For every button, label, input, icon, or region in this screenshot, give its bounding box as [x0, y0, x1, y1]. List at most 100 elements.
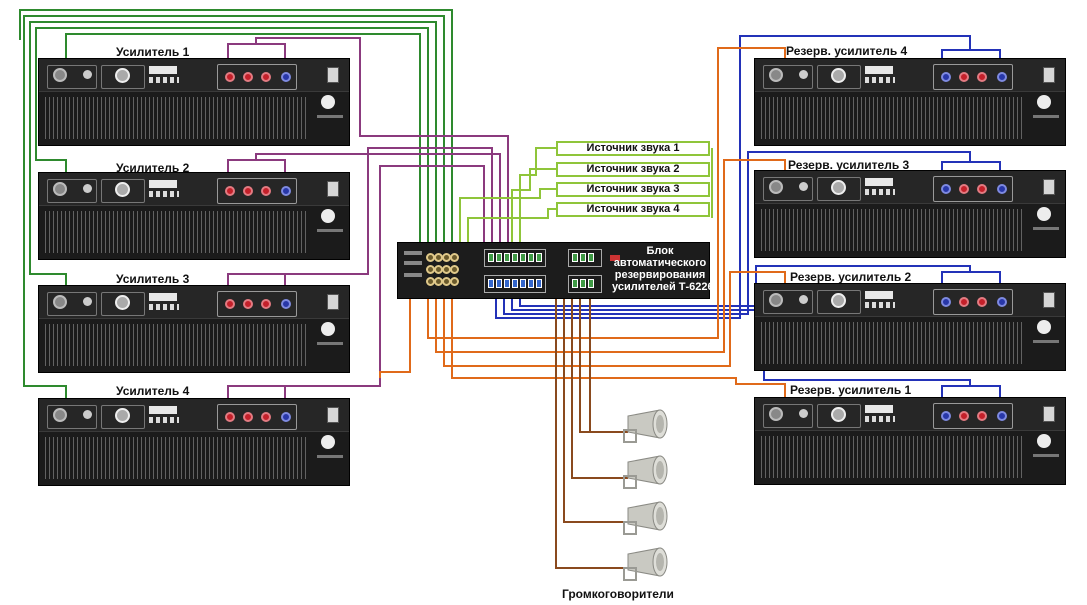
amp-output-wires [227, 37, 509, 402]
xlr-link-icon [115, 408, 130, 423]
output-terminal-icon [225, 412, 235, 422]
fuse-icon [1037, 95, 1051, 109]
power-switch-icon [327, 181, 339, 197]
reserve-amplifier-4 [754, 58, 1066, 146]
power-switch-icon [1043, 179, 1055, 195]
reserve-amp-title-2: Резерв. усилитель 2 [790, 270, 912, 284]
amp-vent-grille [761, 209, 1025, 251]
amp-output-wire-4 [227, 165, 485, 402]
reserve-input-wire-4 [427, 47, 786, 339]
output-terminal-icon [243, 412, 253, 422]
fuse-icon [321, 95, 335, 109]
power-switch-icon [1043, 406, 1055, 422]
output-terminal-icon [941, 297, 951, 307]
power-switch-icon [327, 407, 339, 423]
caution-label [149, 293, 177, 301]
reserve-amp-title-3: Резерв. усилитель 3 [788, 158, 910, 172]
caution-label [865, 405, 893, 413]
unit-title-line-3: резервирования [614, 269, 706, 281]
amp-output-wire-2 [227, 153, 501, 250]
terminal-block-top [484, 249, 546, 267]
power-switch-icon [327, 294, 339, 310]
power-switch-icon [327, 67, 339, 83]
caution-label [865, 178, 893, 186]
power-switch-icon [1043, 292, 1055, 308]
rca-jack-icon [450, 253, 459, 262]
amp-vent-grille [45, 97, 309, 139]
fuse-icon [321, 435, 335, 449]
source-wire-1 [519, 147, 556, 250]
indicator-icon [610, 255, 620, 261]
amp-title-2: Усилитель 2 [116, 161, 190, 175]
reserve-input-wire-2 [443, 271, 786, 367]
output-terminal-icon [997, 72, 1007, 82]
output-terminal-icon [281, 72, 291, 82]
xlr-input-icon [53, 68, 67, 82]
amp-input-wire-2 [35, 27, 429, 250]
source-wire-3 [459, 188, 556, 250]
speaker-wire-1 [579, 290, 628, 433]
source-label-3: Источник звука 3 [556, 182, 710, 197]
output-terminal-icon [261, 412, 271, 422]
output-terminal-icon [997, 297, 1007, 307]
rca-jack-icon [450, 265, 459, 274]
power-switch-icon [1043, 67, 1055, 83]
source-label-4: Источник звука 4 [556, 202, 710, 217]
amp-vent-grille [45, 324, 309, 366]
speakers-label: Громкоговорители [562, 587, 674, 601]
reserve-amplifier-2 [754, 283, 1066, 371]
speaker-wire-2 [571, 290, 628, 479]
output-terminal-icon [941, 411, 951, 421]
output-terminal-icon [225, 72, 235, 82]
xlr-link-icon [831, 68, 846, 83]
reserve-amp-title-1: Резерв. усилитель 1 [790, 383, 912, 397]
amp-vent-grille [761, 97, 1025, 139]
source-wires [459, 147, 713, 250]
loudspeaker-icon [623, 501, 668, 535]
xlr-input-icon [769, 180, 783, 194]
loudspeaker-icon [623, 409, 668, 443]
xlr-input-icon [769, 68, 783, 82]
reserve-input-wire-3 [435, 159, 786, 353]
xlr-input-icon [769, 407, 783, 421]
amp-input-wires [19, 9, 453, 402]
fuse-icon [1037, 207, 1051, 221]
jack-input-icon [83, 70, 92, 79]
reserve-amp-title-4: Резерв. усилитель 4 [786, 44, 908, 58]
reserve-input-wires [379, 47, 786, 412]
caution-label [149, 180, 177, 188]
jack-input-icon [799, 182, 808, 191]
output-terminal-icon [243, 299, 253, 309]
speaker-wire-3 [563, 290, 628, 523]
backup-switch-unit: Блок автоматического резервирования усил… [397, 242, 714, 299]
output-terminal-icon [261, 72, 271, 82]
xlr-input-icon [53, 408, 67, 422]
loudspeaker-icon [623, 547, 668, 581]
amp-vent-grille [761, 322, 1025, 364]
reserve-amplifier-3 [754, 170, 1066, 258]
xlr-link-icon [115, 182, 130, 197]
output-terminal-icon [941, 184, 951, 194]
loudspeaker-icon [623, 455, 668, 489]
amp-input-wire-4 [23, 15, 445, 402]
xlr-link-icon [831, 180, 846, 195]
amp-output-wire-3 [227, 147, 493, 289]
fuse-icon [321, 209, 335, 223]
output-terminal-icon [997, 411, 1007, 421]
output-terminal-icon [281, 412, 291, 422]
output-terminal-icon [959, 72, 969, 82]
output-terminal-icon [997, 184, 1007, 194]
reserve-input-wire-extra [379, 290, 411, 378]
fuse-icon [1037, 320, 1051, 334]
source-wire-2 [511, 168, 556, 250]
fuse-icon [321, 322, 335, 336]
fuse-icon [1037, 434, 1051, 448]
amplifier-4 [38, 398, 350, 486]
unit-title-line-2: автоматического [613, 257, 707, 269]
terminal-block-bottom [484, 275, 546, 293]
jack-input-icon [799, 409, 808, 418]
output-terminal-icon [281, 299, 291, 309]
xlr-input-icon [769, 293, 783, 307]
source-label-1: Источник звука 1 [556, 141, 710, 156]
